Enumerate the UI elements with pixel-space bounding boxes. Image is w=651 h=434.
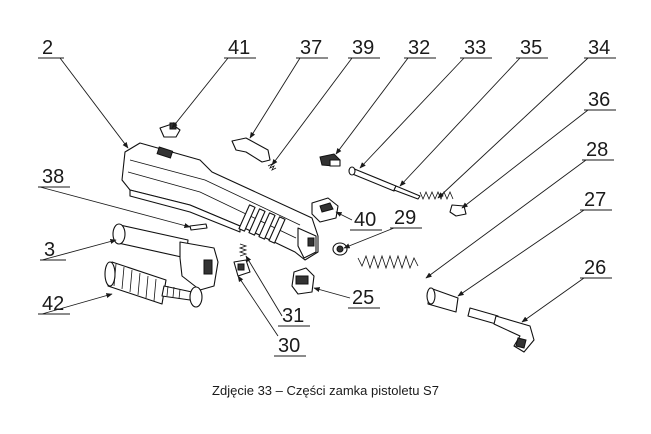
- label-42: 42: [42, 293, 64, 315]
- callout-labels: 2 41 37 39 32 33 35 34 36 28 38 40 29 27…: [38, 37, 616, 357]
- label-34: 34: [588, 37, 610, 59]
- part-35-rod: [393, 185, 421, 200]
- part-38-pin: [189, 223, 208, 231]
- part-37: [231, 137, 271, 163]
- label-36: 36: [588, 89, 610, 111]
- label-38: 38: [42, 166, 64, 188]
- label-27: 27: [584, 189, 606, 211]
- label-26: 26: [584, 257, 606, 279]
- label-3: 3: [44, 239, 55, 261]
- label-32: 32: [408, 37, 430, 59]
- part-30: [233, 259, 251, 277]
- part-32: [319, 153, 341, 167]
- label-30: 30: [278, 335, 300, 357]
- part-42-recoil-spring: [104, 261, 203, 308]
- part-34-spring: [419, 190, 454, 201]
- label-41: 41: [228, 37, 250, 59]
- leader-lines: [39, 57, 589, 337]
- label-31: 31: [282, 305, 304, 327]
- label-29: 29: [394, 207, 416, 229]
- part-40: [311, 197, 339, 223]
- part-26-rod: [467, 307, 535, 353]
- label-39: 39: [352, 37, 374, 59]
- part-31-spring: [238, 243, 248, 257]
- label-37: 37: [300, 37, 322, 59]
- part-28-spring: [357, 254, 419, 270]
- part-39-spring: [267, 163, 277, 171]
- label-25: 25: [352, 287, 374, 309]
- label-33: 33: [464, 37, 486, 59]
- part-25: [291, 267, 315, 295]
- figure-caption: Zdjęcie 33 – Części zamka pistoletu S7: [212, 383, 439, 398]
- label-35: 35: [520, 37, 542, 59]
- part-3-barrel: [112, 223, 219, 291]
- part-27-guide: [426, 287, 459, 313]
- part-2-slide: [121, 142, 319, 261]
- part-29-ring: [332, 242, 348, 256]
- label-2: 2: [42, 37, 53, 59]
- part-33-firing-pin: [348, 166, 397, 192]
- label-40: 40: [354, 209, 376, 231]
- part-41: [159, 122, 181, 138]
- label-28: 28: [586, 139, 608, 161]
